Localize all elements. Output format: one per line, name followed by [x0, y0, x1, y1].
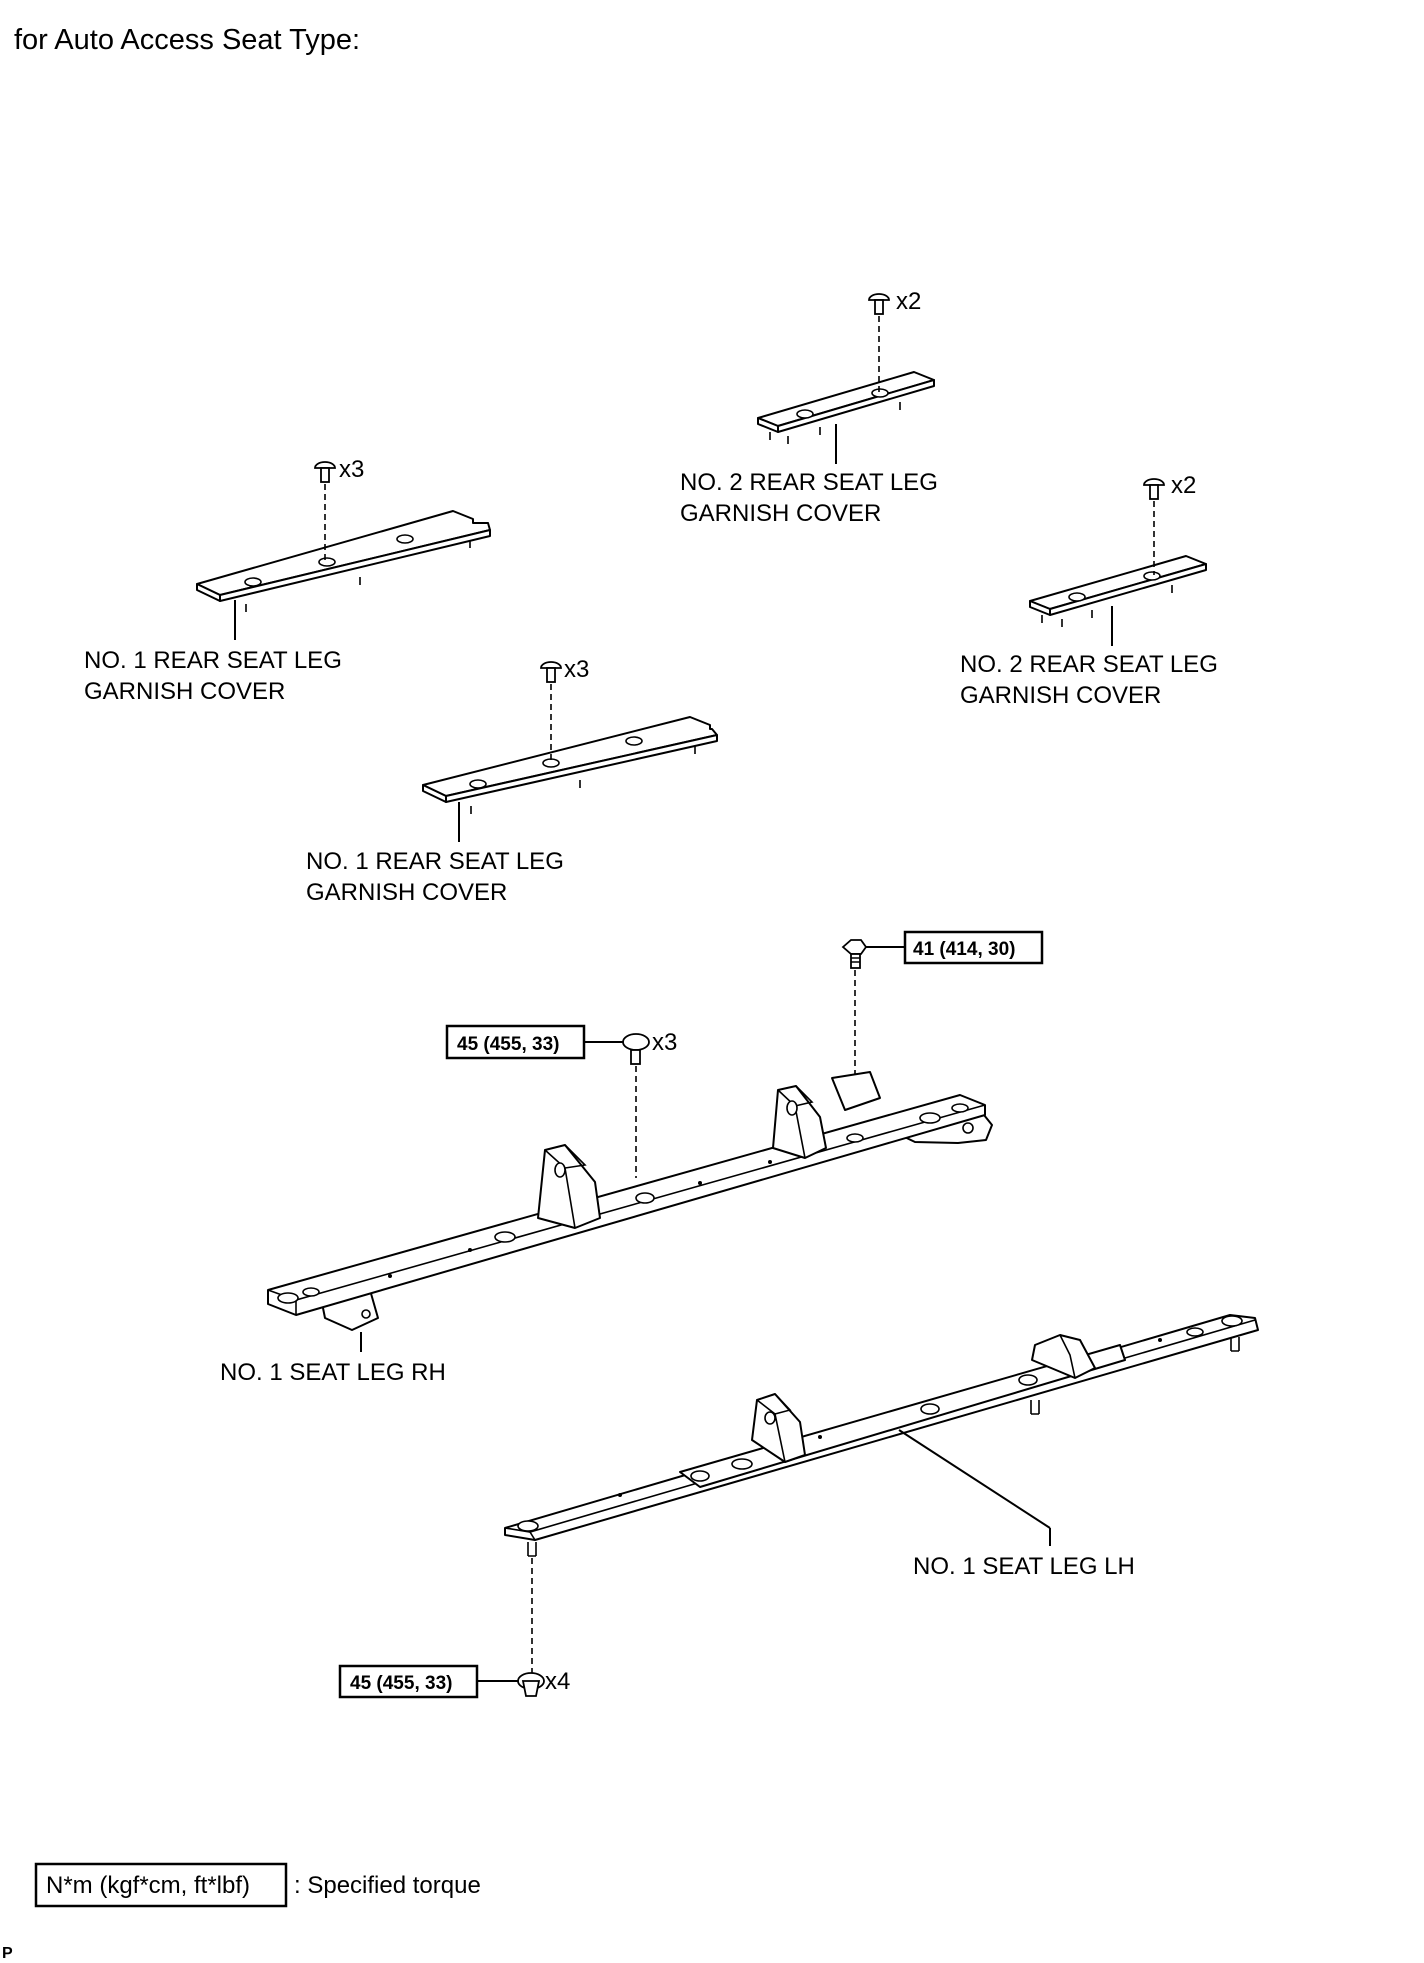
corner-mark: P [2, 1945, 13, 1962]
clip-fastener-icon [314, 461, 336, 483]
torque-value: 41 (414, 30) [913, 939, 1015, 960]
part-label: GARNISH COVER [84, 678, 285, 705]
clip-fastener-icon [540, 661, 562, 683]
legend-unit-text: N*m (kgf*cm, ft*lbf) [46, 1872, 250, 1899]
qty-label: x3 [339, 456, 364, 483]
legend-unit-box [34, 1862, 288, 1908]
no2-garnish-cover-right [1029, 555, 1207, 627]
seat-leg-lh [504, 1314, 1259, 1557]
page-heading: for Auto Access Seat Type: [14, 24, 360, 56]
qty-label: x2 [896, 288, 921, 315]
torque-value: 45 (455, 33) [457, 1034, 559, 1055]
qty-label: x4 [545, 1668, 570, 1695]
bolt-icon [841, 939, 868, 969]
qty-label: x3 [652, 1029, 677, 1056]
clip-fastener-icon [868, 293, 890, 315]
no1-garnish-cover-left [196, 510, 491, 612]
part-label: NO. 2 REAR SEAT LEG [960, 651, 1218, 678]
torque-value: 45 (455, 33) [350, 1673, 452, 1694]
seat-leg-rh [267, 1071, 993, 1331]
no2-garnish-cover-top [757, 371, 935, 444]
torque-box [903, 930, 1044, 965]
part-label: GARNISH COVER [306, 879, 507, 906]
bolt-icon [622, 1033, 650, 1065]
nut-icon [517, 1672, 545, 1697]
part-label: NO. 1 REAR SEAT LEG [306, 848, 564, 875]
part-label: NO. 1 SEAT LEG RH [220, 1359, 446, 1386]
part-label: NO. 1 SEAT LEG LH [913, 1553, 1135, 1580]
part-label: NO. 2 REAR SEAT LEG [680, 469, 938, 496]
clip-fastener-icon [1143, 478, 1165, 500]
qty-label: x3 [564, 656, 589, 683]
qty-label: x2 [1171, 472, 1196, 499]
legend-description: : Specified torque [294, 1872, 481, 1899]
no1-garnish-cover-mid [422, 716, 718, 814]
part-label: GARNISH COVER [960, 682, 1161, 709]
part-label: GARNISH COVER [680, 500, 881, 527]
part-label: NO. 1 REAR SEAT LEG [84, 647, 342, 674]
